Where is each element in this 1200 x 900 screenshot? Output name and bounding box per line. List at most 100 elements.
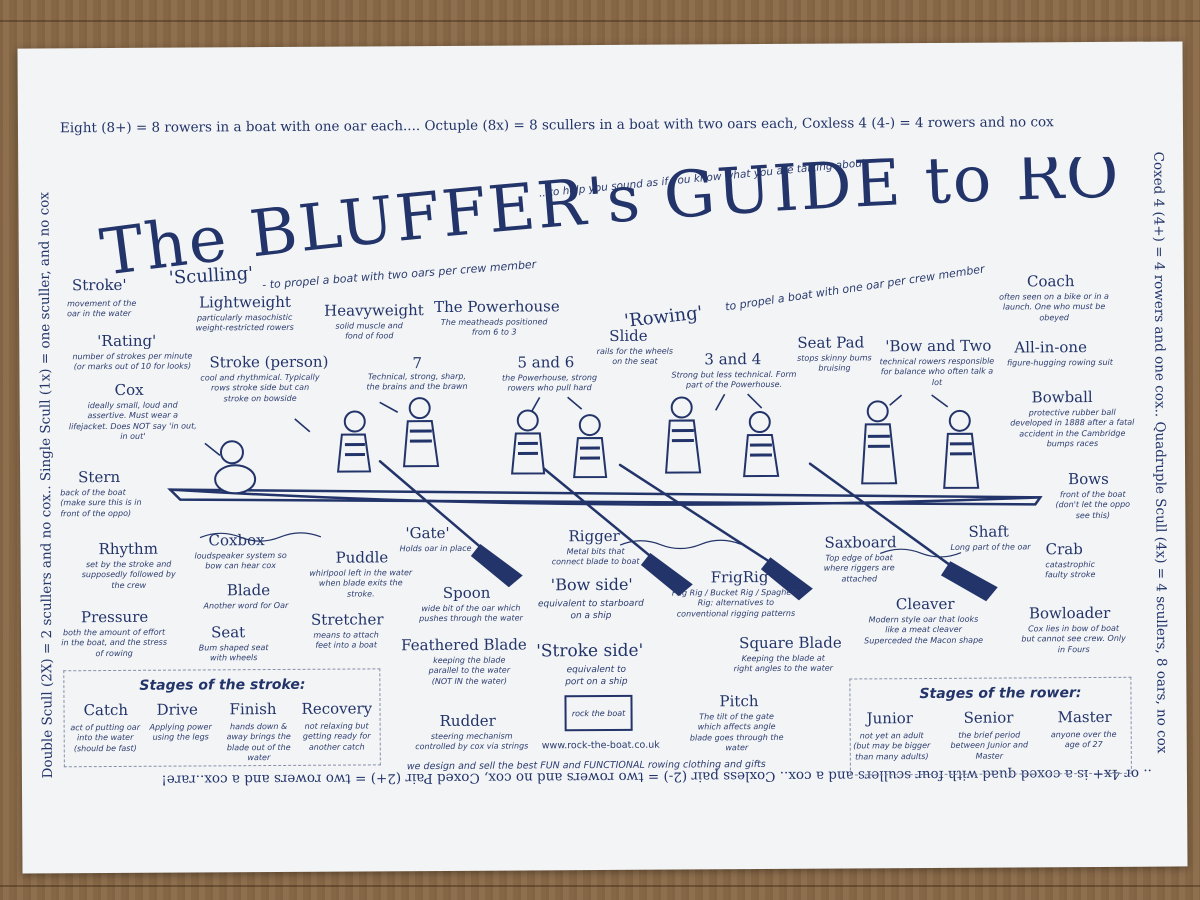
desc-cleaver: Modern style oar that looks like a meat … <box>864 614 984 646</box>
desc-cox: ideally small, loud and assertive. Must … <box>68 400 197 442</box>
desc-shaft: Long part of the oar <box>950 542 1031 552</box>
term-pressure: Pressure <box>80 607 149 627</box>
stage-master-term: Master <box>1057 707 1112 727</box>
boat-illustration <box>167 393 1043 602</box>
term-rudder: Rudder <box>439 711 496 730</box>
term-stern: Stern <box>78 467 121 487</box>
term-powerhouse: The Powerhouse <box>434 297 560 317</box>
stage-senior-term: Senior <box>963 708 1014 727</box>
desc-puddle: whirlpool left in the water when blade e… <box>309 568 413 599</box>
desc-saxboard: Top edge of boat where riggers are attac… <box>823 553 895 584</box>
term-five-six: 5 and 6 <box>517 353 575 372</box>
term-seven: 7 <box>412 354 423 373</box>
desc-rating: number of strokes per minute (or marks o… <box>72 351 193 372</box>
term-slide: Slide <box>609 326 648 345</box>
term-lightweight: Lightweight <box>198 292 291 312</box>
desc-stretcher: means to attach feet into a boat <box>313 630 379 651</box>
term-puddle: Puddle <box>335 548 389 567</box>
term-stroke: Stroke' <box>71 275 127 295</box>
desc-coxbox: loudspeaker system so bow can hear cox <box>194 550 287 571</box>
desc-coach: often seen on a bike or in a launch. One… <box>999 291 1109 323</box>
stage-master-desc: anyone over the age of 27 <box>1050 729 1117 750</box>
desc-crab: catastrophic faulty stroke <box>1044 559 1096 580</box>
desc-gate: Holds oar in place <box>399 543 472 554</box>
term-frigrig: FrigRig <box>710 567 769 587</box>
desc-seat: Bum shaped seat with wheels <box>198 643 269 663</box>
stage-recovery-desc: not relaxing but getting ready for anoth… <box>302 721 371 752</box>
desc-all-in-one: figure-hugging rowing suit <box>1006 357 1113 368</box>
desc-pitch: The tilt of the gate which affects angle… <box>689 711 784 753</box>
term-all-in-one: All-in-one <box>1014 338 1087 357</box>
term-gate: 'Gate' <box>405 523 450 543</box>
desc-slide: rails for the wheels on the seat <box>596 346 674 367</box>
term-cleaver: Cleaver <box>895 594 955 614</box>
term-bow-side: 'Bow side' <box>550 574 633 595</box>
desc-blade: Another word for Oar <box>203 600 289 611</box>
desc-bow-two: technical rowers responsible for balance… <box>879 356 995 387</box>
term-saxboard: Saxboard <box>824 533 897 552</box>
desc-stroke-person: cool and rhythmical. Typically rows stro… <box>200 372 320 404</box>
term-stretcher: Stretcher <box>310 610 384 629</box>
poster: Eight (8+) = 8 rowers in a boat with one… <box>17 41 1188 874</box>
desc-spoon: wide bit of the oar which pushes through… <box>419 603 523 624</box>
term-feathered: Feathered Blade <box>401 635 527 655</box>
term-shaft: Shaft <box>968 522 1009 541</box>
stage-recovery-term: Recovery <box>301 699 373 718</box>
term-blade: Blade <box>226 581 271 600</box>
desc-lightweight: particularly masochistic weight-restrict… <box>195 312 294 333</box>
desc-five-six: the Powerhouse, strong rowers who pull h… <box>501 373 598 393</box>
term-crab: Crab <box>1045 540 1083 559</box>
term-coach: Coach <box>1026 272 1075 291</box>
term-pitch: Pitch <box>719 692 759 711</box>
term-seat-pad: Seat Pad <box>797 333 865 352</box>
desc-three-four: Strong but less technical. Form part of … <box>671 369 797 390</box>
desc-square-blade: Keeping the blade at right angles to the… <box>733 653 833 674</box>
stage-junior-desc: not yet an adult (but may be bigger than… <box>853 731 931 762</box>
stage-finish-term: Finish <box>229 699 277 719</box>
stage-catch-desc: act of putting oar into the water (shoul… <box>70 722 140 754</box>
desc-rigger: Metal bits that connect blade to boat <box>551 546 640 567</box>
desc-feathered: keeping the blade parallel to the water … <box>428 655 510 686</box>
stage-catch-term: Catch <box>83 700 129 720</box>
term-rating: 'Rating' <box>97 331 157 351</box>
desc-seven: Technical, strong, sharp, the brains and… <box>366 371 468 392</box>
desc-bowloader: Cox lies in bow of boat but cannot see c… <box>1021 623 1126 655</box>
logo-text: rock the boat <box>571 708 626 718</box>
desc-bow-side: equivalent to starboard on a ship <box>537 598 644 621</box>
term-square-blade: Square Blade <box>739 633 842 653</box>
stage-junior-term: Junior <box>866 709 913 728</box>
term-cox: Cox <box>114 380 144 399</box>
term-bowball: Bowball <box>1031 388 1093 407</box>
term-rhythm: Rhythm <box>98 539 158 559</box>
title-banner: The BLUFFER's GUIDE to ROWING <box>73 157 1122 292</box>
desc-stroke-side: equivalent to port on a ship <box>565 664 628 687</box>
stage-finish-desc: hands down & away brings the blade out o… <box>226 721 291 763</box>
desc-rhythm: set by the stroke and supposedly followe… <box>81 559 176 590</box>
term-heavyweight: Heavyweight <box>324 301 424 320</box>
desc-frigrig: Frig Rig / Bucket Rig / Spaghetti Rig: a… <box>671 587 800 619</box>
rower-stages-title: Stages of the rower: <box>919 685 1082 703</box>
rock-the-boat-logo: rock the boat <box>564 694 633 732</box>
brand-tagline: we design and sell the best FUN and FUNC… <box>406 759 766 773</box>
term-spoon: Spoon <box>442 583 491 602</box>
stage-drive-term: Drive <box>156 700 198 719</box>
term-bowloader: Bowloader <box>1028 603 1111 623</box>
term-bow-two: 'Bow and Two <box>885 336 992 356</box>
term-rigger: Rigger <box>568 526 620 546</box>
stage-drive-desc: Applying power using the legs <box>149 722 212 743</box>
desc-powerhouse: The meatheads positioned from 6 to 3 <box>440 317 548 338</box>
term-three-four: 3 and 4 <box>704 350 762 369</box>
stage-senior-desc: the brief period between Junior and Mast… <box>950 730 1029 761</box>
desc-stroke: movement of the oar in the water <box>67 298 137 319</box>
term-seat: Seat <box>211 623 246 642</box>
term-stroke-person: Stroke (person) <box>209 352 329 372</box>
term-stroke-side: 'Stroke side' <box>536 640 644 662</box>
stroke-stages-title: Stages of the stroke: <box>139 676 306 694</box>
desc-pressure: both the amount of effort in the boat, a… <box>61 627 168 658</box>
brand-url: www.rock-the-boat.co.uk <box>541 739 660 752</box>
term-bows: Bows <box>1068 469 1109 489</box>
term-coxbox: Coxbox <box>208 531 265 550</box>
desc-bows: front of the boat (don't let the oppo se… <box>1055 489 1131 520</box>
desc-rudder: steering mechanism controlled by cox via… <box>415 731 529 752</box>
desc-stern: back of the boat (make sure this is in f… <box>60 487 142 519</box>
